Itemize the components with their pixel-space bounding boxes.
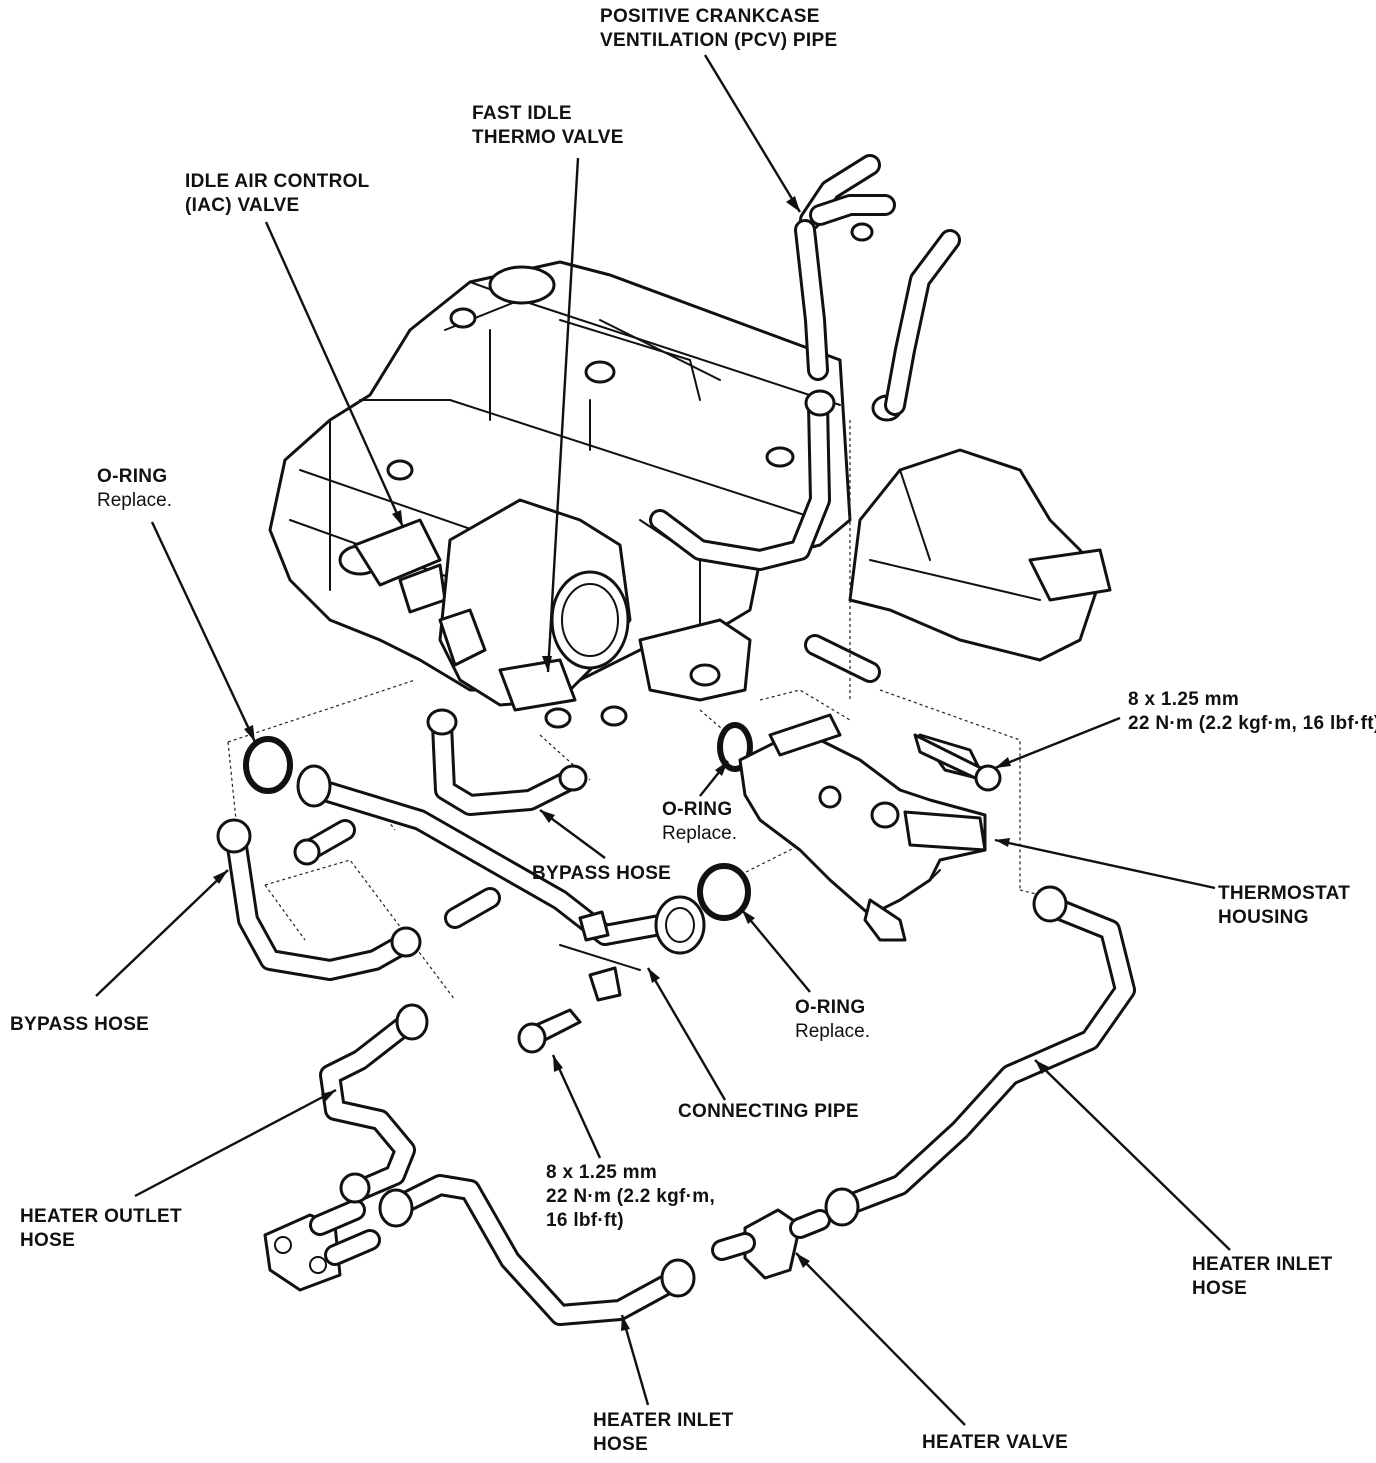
label-thermostat-line2: HOUSING <box>1218 907 1309 928</box>
label-o-ring-lower-title: O-RING <box>795 997 866 1018</box>
thermostat-housing-part <box>738 713 987 942</box>
label-o-ring-left-title: O-RING <box>97 466 168 487</box>
label-fast-idle-line2: THERMO VALVE <box>472 127 624 148</box>
label-bolt-right: 8 x 1.25 mm 22 N·m (2.2 kgf·m, 16 lbf·ft… <box>1128 688 1376 736</box>
heater-valve-part <box>711 1208 831 1280</box>
bypass-hose-left-part <box>216 818 501 981</box>
label-o-ring-center-title: O-RING <box>662 799 733 820</box>
label-o-ring-lower: O-RING Replace. <box>795 996 870 1044</box>
leader-lines <box>95 54 1231 1426</box>
bolt-lower-part <box>517 1008 582 1054</box>
label-iac-line1: IDLE AIR CONTROL <box>185 171 370 192</box>
pcv-pipe <box>794 154 896 381</box>
label-bolt-lower-line1: 8 x 1.25 mm <box>546 1162 658 1183</box>
label-heater-valve-text: HEATER VALVE <box>922 1432 1069 1453</box>
label-o-ring-left: O-RING Replace. <box>97 465 172 513</box>
label-pcv-pipe-line2: VENTILATION (PCV) PIPE <box>600 30 838 51</box>
label-heater-inlet-right-line1: HEATER INLET <box>1192 1254 1333 1275</box>
label-heater-inlet-bottom-line1: HEATER INLET <box>593 1410 734 1431</box>
label-bolt-lower-line2: 22 N·m (2.2 kgf·m, <box>546 1186 716 1207</box>
heater-outlet-hose-part <box>263 1003 429 1292</box>
label-fast-idle-thermo-valve: FAST IDLE THERMO VALVE <box>472 102 624 150</box>
o-ring-lower-part <box>697 863 751 921</box>
throttle-body <box>438 498 632 729</box>
label-bolt-right-line2: 22 N·m (2.2 kgf·m, 16 lbf·ft) <box>1128 713 1376 734</box>
label-bolt-lower-line3: 16 lbf·ft) <box>546 1210 624 1231</box>
label-fast-idle-line1: FAST IDLE <box>472 103 572 124</box>
label-bolt-right-line1: 8 x 1.25 mm <box>1128 689 1240 710</box>
coolant-outlet <box>638 618 881 702</box>
heater-inlet-hose-bottom-part <box>378 1174 696 1326</box>
label-bypass-hose-left-text: BYPASS HOSE <box>10 1014 150 1035</box>
bypass-hose-upper-part <box>426 708 588 816</box>
label-bolt-lower: 8 x 1.25 mm 22 N·m (2.2 kgf·m, 16 lbf·ft… <box>546 1161 715 1233</box>
label-thermostat-line1: THERMOSTAT <box>1218 883 1351 904</box>
label-bypass-hose-upper: BYPASS HOSE <box>532 862 671 886</box>
label-iac-valve: IDLE AIR CONTROL (IAC) VALVE <box>185 170 370 218</box>
label-heater-inlet-hose-right: HEATER INLET HOSE <box>1192 1253 1332 1301</box>
label-thermostat-housing: THERMOSTAT HOUSING <box>1218 882 1350 930</box>
label-iac-line2: (IAC) VALVE <box>185 195 300 216</box>
label-heater-inlet-hose-bottom: HEATER INLET HOSE <box>593 1409 733 1457</box>
label-o-ring-left-note: Replace. <box>97 490 172 511</box>
label-heater-inlet-bottom-line2: HOSE <box>593 1434 649 1455</box>
bolt-right-part <box>913 733 1002 792</box>
label-connecting-pipe: CONNECTING PIPE <box>678 1100 859 1124</box>
upper-right-hose <box>884 229 961 416</box>
label-heater-outlet-hose: HEATER OUTLET HOSE <box>20 1205 182 1253</box>
transmission <box>848 394 1112 662</box>
label-heater-outlet-line1: HEATER OUTLET <box>20 1206 182 1227</box>
label-heater-inlet-right-line2: HOSE <box>1192 1278 1248 1299</box>
o-ring-left-part <box>243 736 293 794</box>
label-bypass-hose-left: BYPASS HOSE <box>10 1013 149 1037</box>
label-heater-valve: HEATER VALVE <box>922 1431 1068 1455</box>
label-o-ring-lower-note: Replace. <box>795 1021 870 1042</box>
label-heater-outlet-line2: HOSE <box>20 1230 76 1251</box>
breather-hose <box>649 389 836 571</box>
label-pcv-pipe: POSITIVE CRANKCASE VENTILATION (PCV) PIP… <box>600 5 837 53</box>
heater-inlet-hose-right-part <box>824 885 1136 1227</box>
label-connecting-pipe-text: CONNECTING PIPE <box>678 1101 859 1122</box>
connecting-pipe-part <box>293 764 706 1002</box>
label-bypass-hose-upper-text: BYPASS HOSE <box>532 863 672 884</box>
label-o-ring-center: O-RING Replace. <box>662 798 737 846</box>
label-o-ring-center-note: Replace. <box>662 823 737 844</box>
label-pcv-pipe-line1: POSITIVE CRANKCASE <box>600 6 820 27</box>
